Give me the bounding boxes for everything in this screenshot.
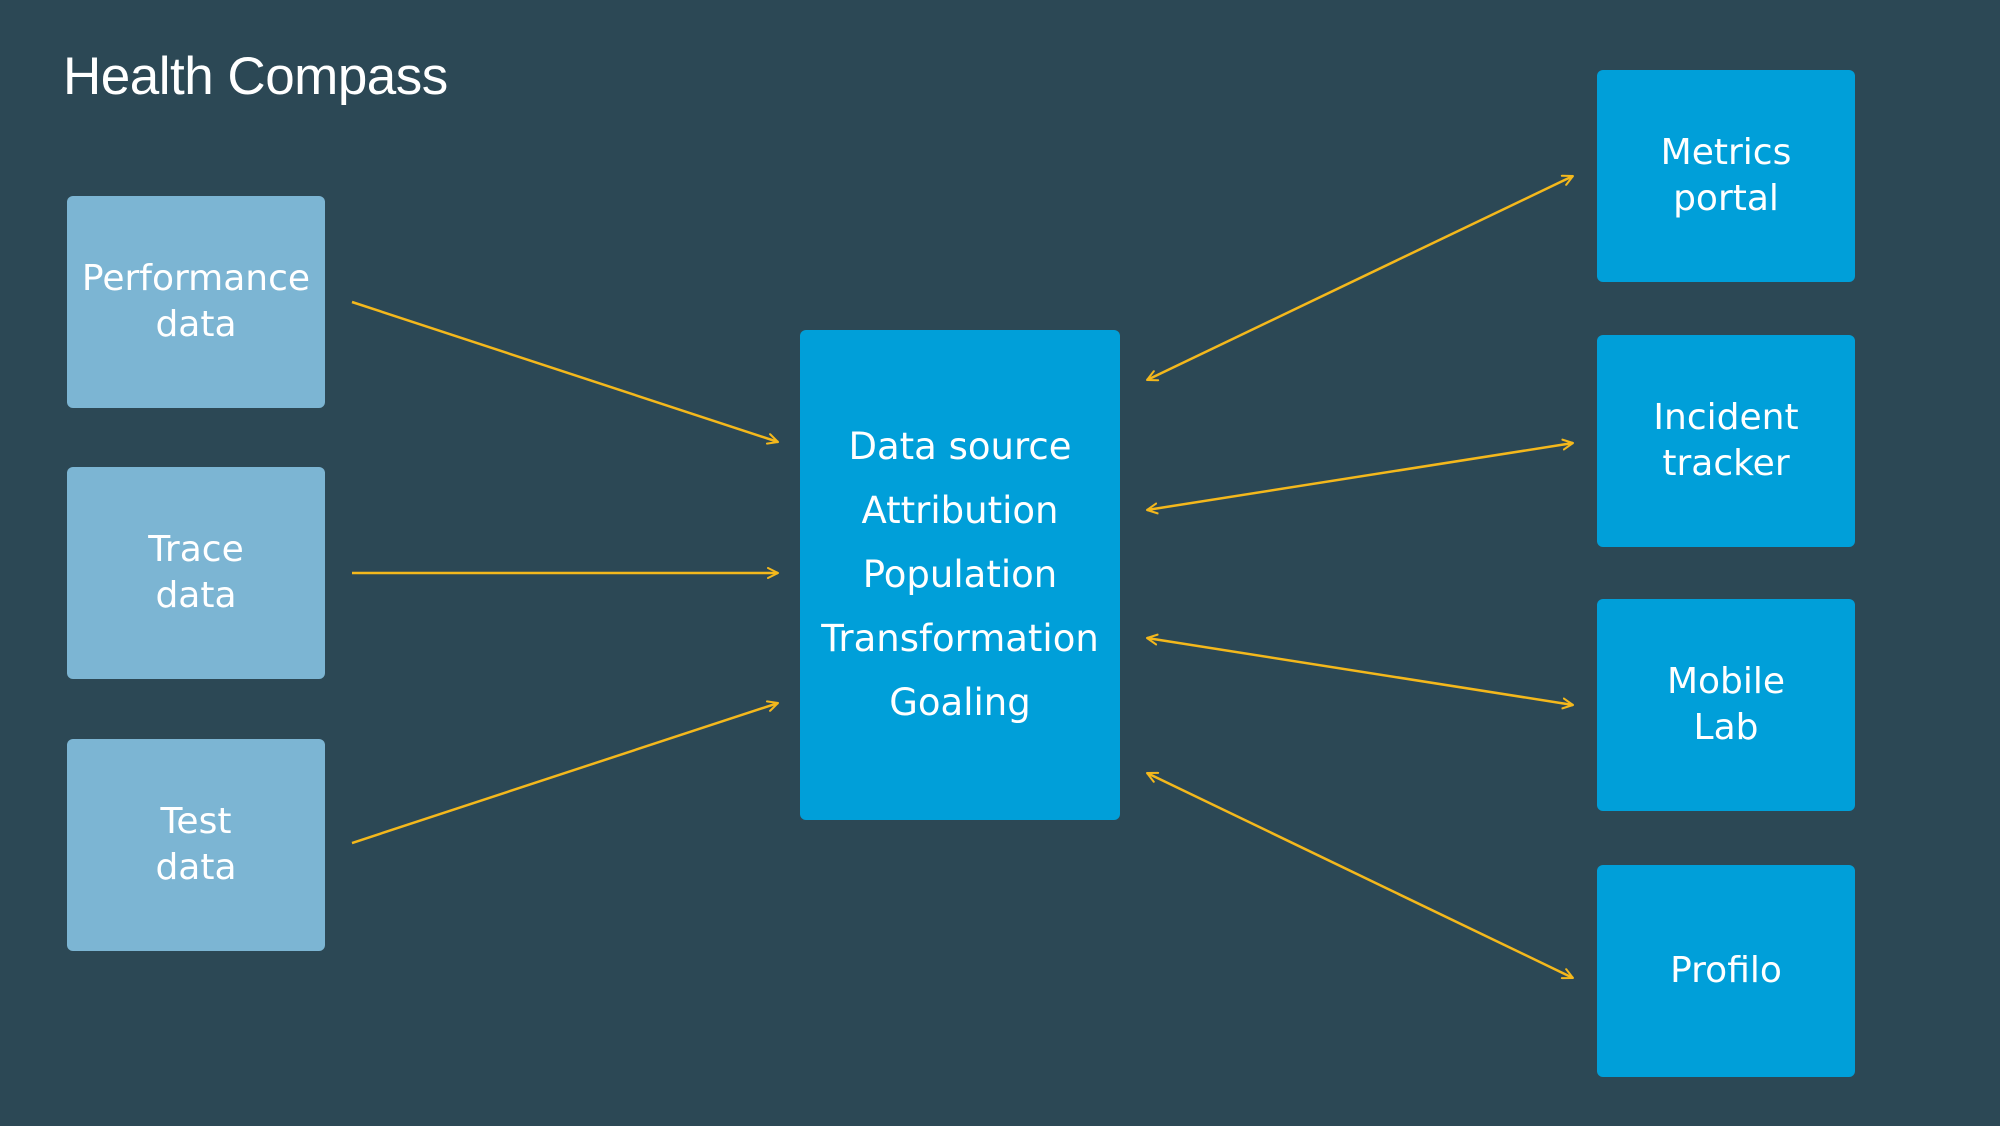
- consumer-label-line2: portal: [1673, 178, 1779, 219]
- consumer-box-profilo: Profilo: [1597, 865, 1855, 1077]
- source-label-line2: data: [155, 847, 237, 888]
- core-item-data-source: Data source: [848, 425, 1072, 468]
- consumer-label-line1: Metrics: [1660, 132, 1792, 173]
- consumer-box-incident-tracker: Incident tracker: [1597, 335, 1855, 547]
- arrow-core-mobile-lab: [1146, 633, 1574, 710]
- core-processing-box: Data source Attribution Population Trans…: [800, 330, 1120, 820]
- source-box-trace-data: Trace data: [67, 467, 325, 679]
- source-label-line1: Performance: [81, 258, 311, 299]
- source-label-line2: data: [155, 575, 237, 616]
- consumer-label-line2: tracker: [1662, 443, 1790, 484]
- source-box-performance-data: Performance data: [67, 196, 325, 408]
- consumer-box-metrics-portal: Metrics portal: [1597, 70, 1855, 282]
- source-box-test-data: Test data: [67, 739, 325, 951]
- source-label-line1: Trace: [148, 529, 244, 570]
- arrow-core-incident-tracker: [1146, 438, 1574, 515]
- arrow-test-to-core: [351, 700, 779, 845]
- consumer-label-line1: Incident: [1653, 397, 1799, 438]
- core-item-population: Population: [862, 553, 1058, 596]
- consumer-label-line1: Mobile: [1666, 661, 1786, 702]
- consumer-box-mobile-lab: Mobile Lab: [1597, 599, 1855, 811]
- core-item-transformation: Transformation: [821, 617, 1099, 660]
- source-label-line1: Test: [160, 801, 232, 842]
- arrow-core-metrics-portal: [1146, 174, 1574, 382]
- consumer-label-line1: Profilo: [1670, 950, 1782, 991]
- page-title: Health Compass: [63, 47, 448, 106]
- core-item-goaling: Goaling: [889, 681, 1031, 724]
- arrow-core-profilo: [1146, 771, 1574, 980]
- consumer-label-line2: Lab: [1693, 707, 1759, 748]
- arrow-performance-to-core: [351, 300, 779, 445]
- core-item-attribution: Attribution: [861, 489, 1059, 532]
- source-label-line2: data: [155, 304, 237, 345]
